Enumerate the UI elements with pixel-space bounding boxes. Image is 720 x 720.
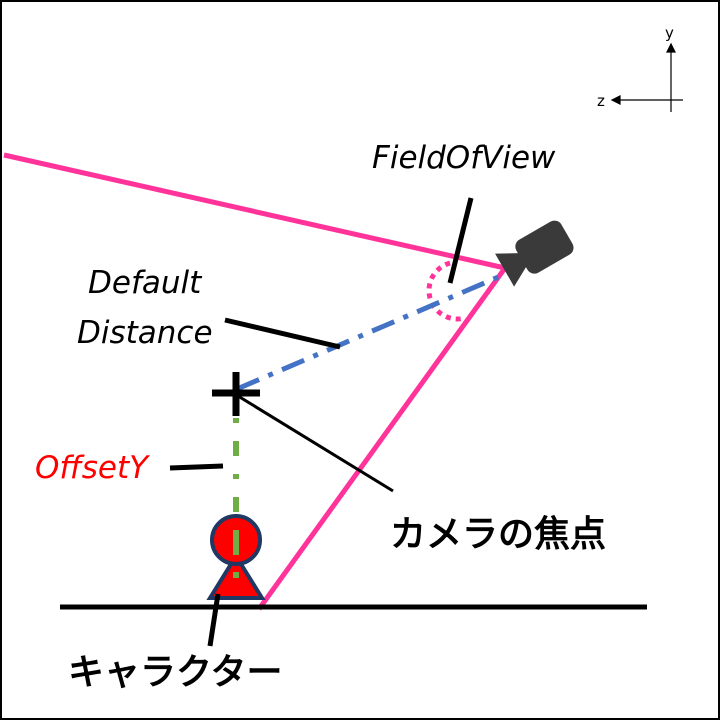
focus-point-cross-icon [212,372,260,416]
leader-lines [169,197,474,647]
character-label: キャラクター [68,652,283,693]
frustum-upper-edge [3,152,506,271]
default-distance-label-line1: Default [88,265,203,301]
fov-arc [426,260,466,322]
axis-indicator [610,42,683,112]
field-of-view-label: FieldOfView [372,140,556,176]
focus-leader-line [237,394,394,493]
axis-y-label: y [665,24,674,42]
camera-icon [495,220,574,287]
default-distance-label-line2: Distance [77,315,213,351]
focus-point-label: カメラの焦点 [390,514,606,555]
axis-z-label: z [597,92,605,110]
frustum-lower-edge [256,266,508,611]
offset-y-label: OffsetY [35,450,150,486]
character-figure [206,514,266,600]
